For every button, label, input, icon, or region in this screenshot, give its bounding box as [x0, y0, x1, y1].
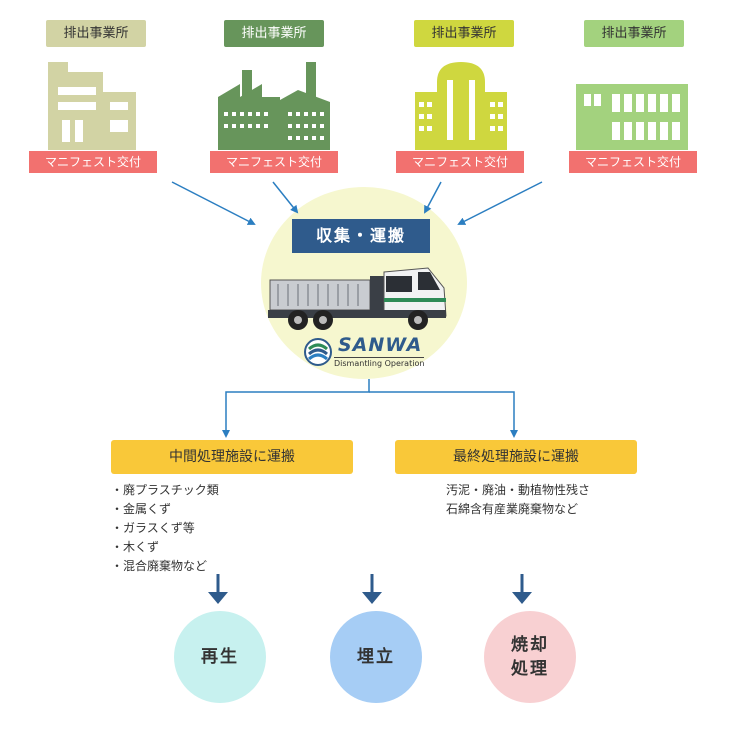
- list-item: ・廃プラスチック類: [111, 483, 219, 497]
- source-label-2: 排出事業所: [224, 20, 324, 47]
- arrow-source-2: [272, 181, 299, 214]
- result-label: 再生: [201, 647, 239, 667]
- manifest-label-4: マニフェスト交付: [569, 151, 697, 173]
- source-label-1: 排出事業所: [46, 20, 146, 47]
- office-building-icon: [48, 62, 136, 150]
- tower-building-icon: [415, 62, 507, 150]
- result-recycle: 再生: [174, 611, 266, 703]
- final-waste-list: 汚泥・廃油・動植物性残さ 石綿含有産業廃棄物など: [446, 481, 590, 519]
- result-incineration: 焼却 処理: [484, 611, 576, 703]
- facility-intermediate: 中間処理施設に運搬: [111, 440, 353, 474]
- arrow-source-1: [171, 181, 256, 225]
- warehouse-building-icon: [576, 84, 688, 150]
- source-label-4: 排出事業所: [584, 20, 684, 47]
- arrow-split: [225, 379, 370, 432]
- brand-tagline: Dismantling Operation: [334, 357, 425, 368]
- manifest-label-2: マニフェスト交付: [210, 151, 338, 173]
- list-item: ・ガラスくず等: [111, 521, 195, 535]
- truck-icon: [268, 267, 447, 330]
- collection-label: 収集・運搬: [292, 219, 430, 253]
- source-label-3: 排出事業所: [414, 20, 514, 47]
- arrow-source-3: [424, 181, 442, 214]
- list-item: 石綿含有産業廃棄物など: [446, 502, 579, 516]
- result-landfill: 埋立: [330, 611, 422, 703]
- brand-name: SANWA: [338, 334, 423, 356]
- intermediate-waste-list: ・廃プラスチック類 ・金属くず ・ガラスくず等 ・木くず ・混合廃棄物など: [111, 481, 219, 576]
- arrow-source-4: [457, 181, 543, 225]
- result-label-line2: 処理: [511, 659, 549, 679]
- facility-final: 最終処理施設に運搬: [395, 440, 637, 474]
- list-item: ・混合廃棄物など: [111, 559, 208, 573]
- manifest-label-1: マニフェスト交付: [29, 151, 157, 173]
- sanwa-logo-icon: [304, 338, 332, 366]
- manifest-label-3: マニフェスト交付: [396, 151, 524, 173]
- result-label: 焼却: [511, 635, 549, 655]
- list-item: ・木くず: [111, 540, 160, 554]
- factory-icon: [218, 62, 330, 150]
- result-label: 埋立: [357, 647, 395, 667]
- down-arrows: [208, 574, 532, 604]
- list-item: 汚泥・廃油・動植物性残さ: [446, 483, 591, 497]
- list-item: ・金属くず: [111, 502, 172, 516]
